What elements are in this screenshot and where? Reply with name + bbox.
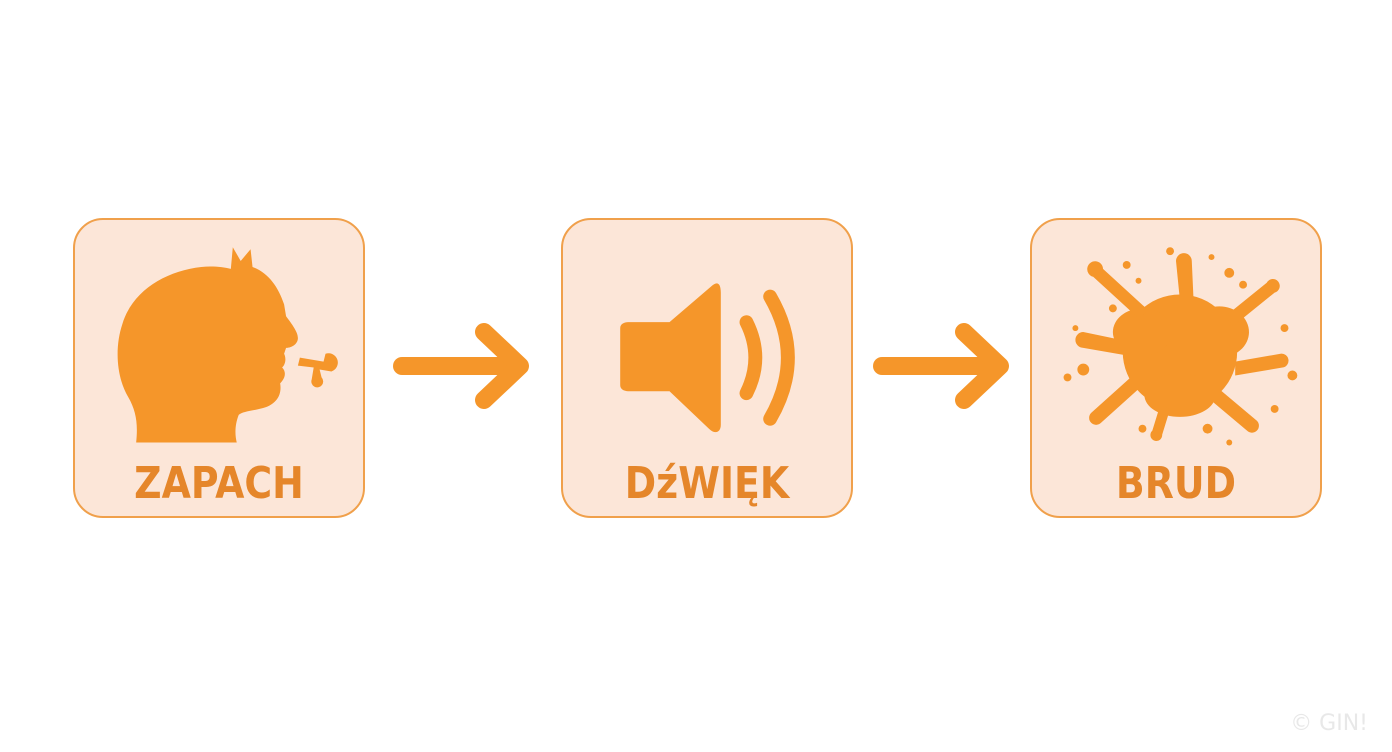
step-label-sound: DźWIĘK [624, 458, 790, 509]
splat-icon [1063, 247, 1298, 446]
step-label-dirt: BRUD [1115, 458, 1237, 509]
step-label-smell: ZAPACH [134, 458, 304, 509]
arrow-right-icon [393, 323, 529, 409]
speaker-icon [620, 283, 795, 433]
head-smell-icon [117, 247, 338, 443]
arrow-right-icon [873, 323, 1009, 409]
step-card-sound: DźWIĘK [561, 218, 853, 518]
watermark: © GIN! [1290, 711, 1368, 736]
step-card-smell: ZAPACH [73, 218, 365, 518]
step-card-dirt: BRUD [1030, 218, 1322, 518]
